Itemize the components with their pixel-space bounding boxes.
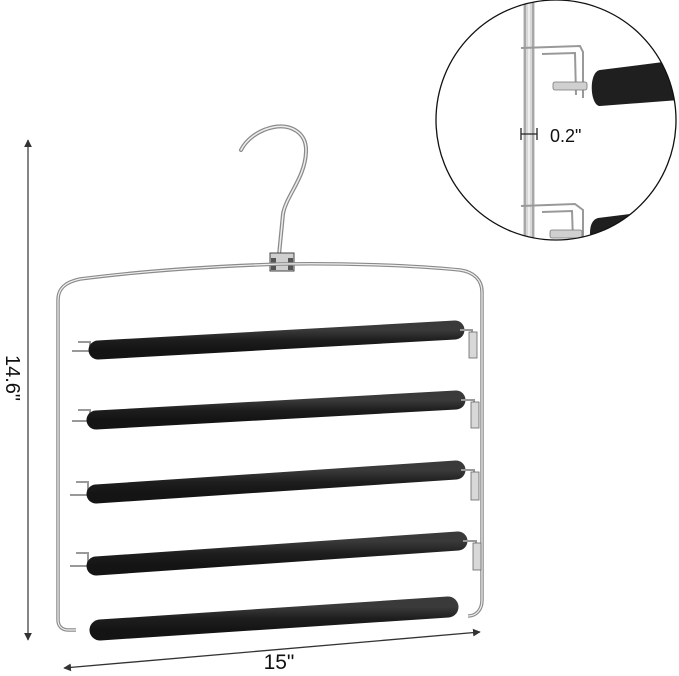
bar-3 (70, 460, 480, 504)
bar-2 (72, 390, 480, 430)
height-dimension: 14.6" (1, 139, 32, 641)
hanger-hook (239, 124, 309, 272)
width-dimension: 15" (63, 628, 481, 674)
spacing-label: 0.2" (550, 126, 581, 146)
bar-1 (72, 320, 478, 360)
hanger-bars (70, 320, 482, 641)
width-label: 15" (264, 651, 295, 674)
height-label: 14.6" (1, 355, 23, 401)
bar-4 (70, 531, 482, 576)
hanger-frame (56, 262, 484, 632)
detail-inset: 0.2" (435, 0, 677, 241)
bar-5 (89, 596, 459, 641)
